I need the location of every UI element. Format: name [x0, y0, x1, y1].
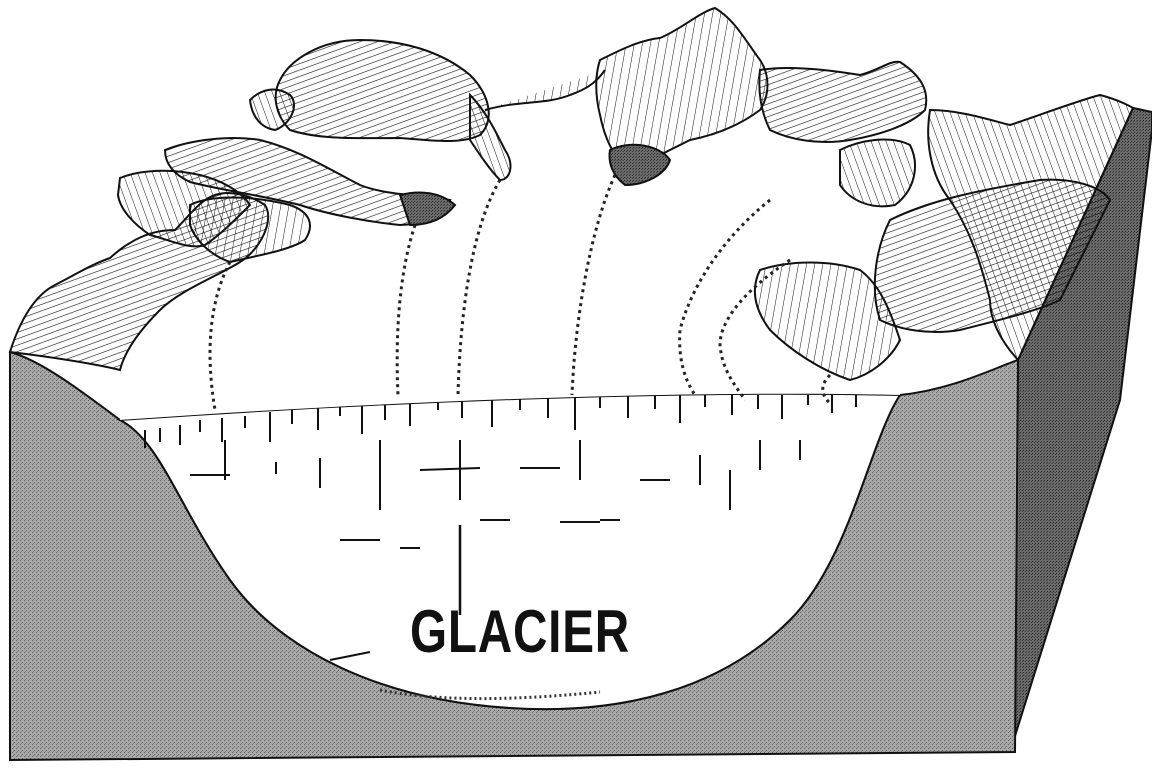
glacier-label: GLACIER [410, 598, 630, 665]
